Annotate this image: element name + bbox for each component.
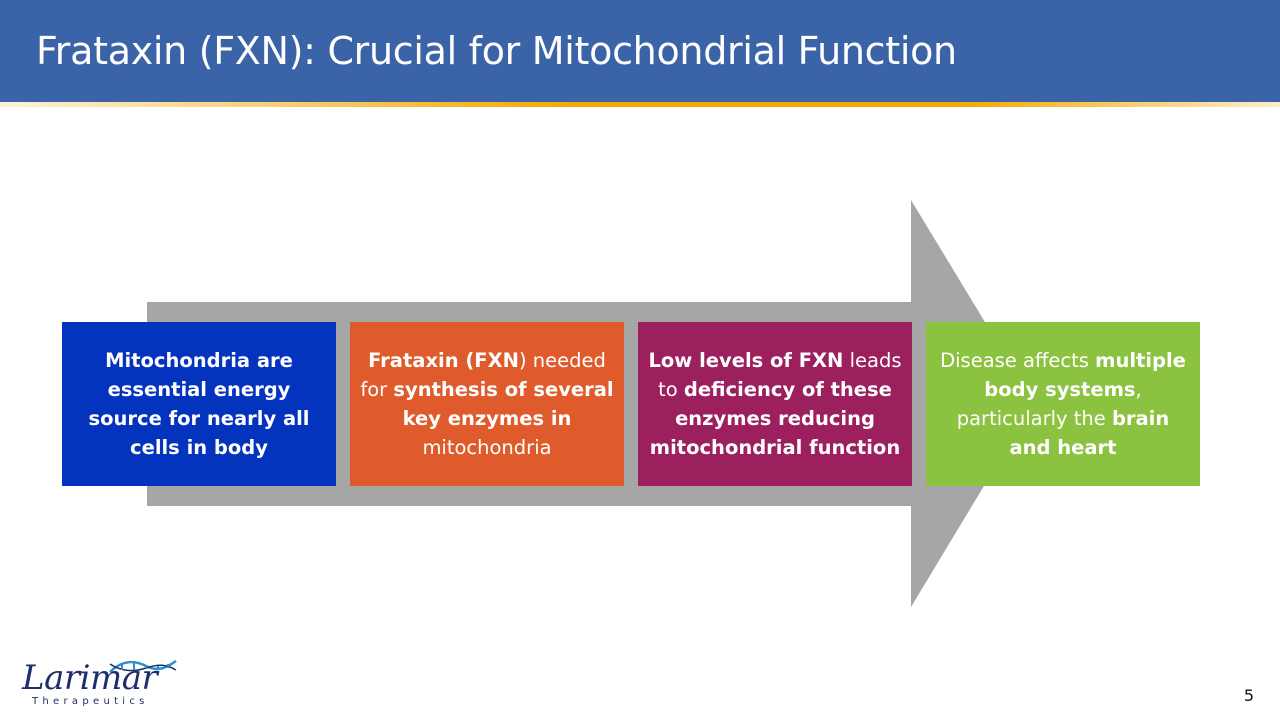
step-text-run: multiple body systems <box>984 349 1186 401</box>
step-text-run: Frataxin (FXN <box>368 349 519 372</box>
step-box-mitochondria: Mitochondria are essential energy source… <box>62 322 336 486</box>
step-text-run: Mitochondria are essential energy source… <box>88 349 310 459</box>
page-number: 5 <box>1243 686 1254 705</box>
step-text-run: , particularly the <box>956 378 1142 430</box>
step-text: Mitochondria are essential energy source… <box>70 346 328 462</box>
step-text-run: Disease affects <box>940 349 1096 372</box>
step-text: Frataxin (FXN) needed for synthesis of s… <box>358 346 616 462</box>
step-text-run: deficiency of these enzymes reducing mit… <box>649 378 901 459</box>
step-box-low-fxn: Low levels of FXN leads to deficiency of… <box>638 322 912 486</box>
company-logo: Larimar Therapeutics <box>20 656 177 710</box>
step-text: Low levels of FXN leads to deficiency of… <box>646 346 904 462</box>
dna-helix-icon <box>109 659 177 673</box>
step-text-run: Low levels of FXN <box>648 349 844 372</box>
logo-wordmark: Larimar <box>22 658 158 698</box>
step-text-run: mitochondria <box>422 436 552 459</box>
step-box-disease: Disease affects multiple body systems, p… <box>926 322 1200 486</box>
title-accent-line <box>0 102 1280 107</box>
step-text-run: brain and heart <box>1009 407 1170 459</box>
step-text-run: synthesis of several key enzymes in <box>393 378 614 430</box>
step-text: Disease affects multiple body systems, p… <box>934 346 1192 462</box>
step-text-run: leads to <box>658 349 902 401</box>
step-box-frataxin: Frataxin (FXN) needed for synthesis of s… <box>350 322 624 486</box>
title-bar <box>0 0 1280 102</box>
logo-tagline: Therapeutics <box>32 696 149 707</box>
slide-title: Frataxin (FXN): Crucial for Mitochondria… <box>36 29 957 73</box>
step-text-run: ) needed for <box>360 349 606 401</box>
